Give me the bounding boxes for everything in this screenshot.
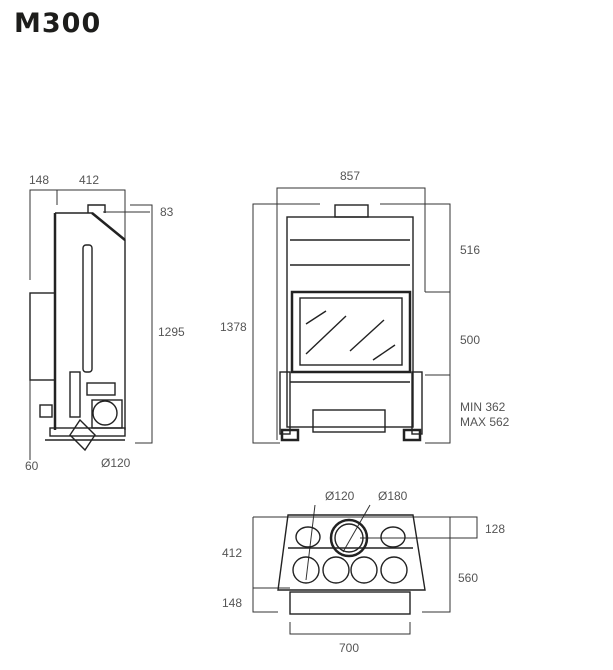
- dim-top-small-flue: Ø120: [325, 489, 355, 503]
- dim-front-width: 857: [340, 169, 360, 183]
- dim-side-left: 148: [29, 173, 49, 187]
- dim-side-depth: 412: [79, 173, 99, 187]
- dim-front-glass: 500: [460, 333, 480, 347]
- dim-front-height: 1378: [220, 320, 247, 334]
- dim-top-front: 148: [222, 596, 242, 610]
- dim-top-total-depth: 560: [458, 571, 478, 585]
- product-title: M300: [14, 8, 102, 39]
- dim-front-min: MIN 362: [460, 400, 506, 414]
- dim-side-top: 83: [160, 205, 174, 219]
- front-view: 857 1378 516 500 MIN 362 MAX 562: [220, 169, 510, 444]
- side-view: 148 412 83 1295 60 Ø120: [25, 173, 185, 473]
- dim-side-bottom: 60: [25, 459, 39, 473]
- dim-side-height: 1295: [158, 325, 185, 339]
- dim-top-depth: 412: [222, 546, 242, 560]
- dim-top-offset: 128: [485, 522, 505, 536]
- dim-side-flue: Ø120: [101, 456, 131, 470]
- dim-front-max: MAX 562: [460, 415, 510, 429]
- dim-top-width: 700: [339, 641, 359, 655]
- top-view: Ø120 Ø180 128 412 148 560 700: [222, 489, 505, 655]
- dim-top-large-flue: Ø180: [378, 489, 408, 503]
- dim-front-upper: 516: [460, 243, 480, 257]
